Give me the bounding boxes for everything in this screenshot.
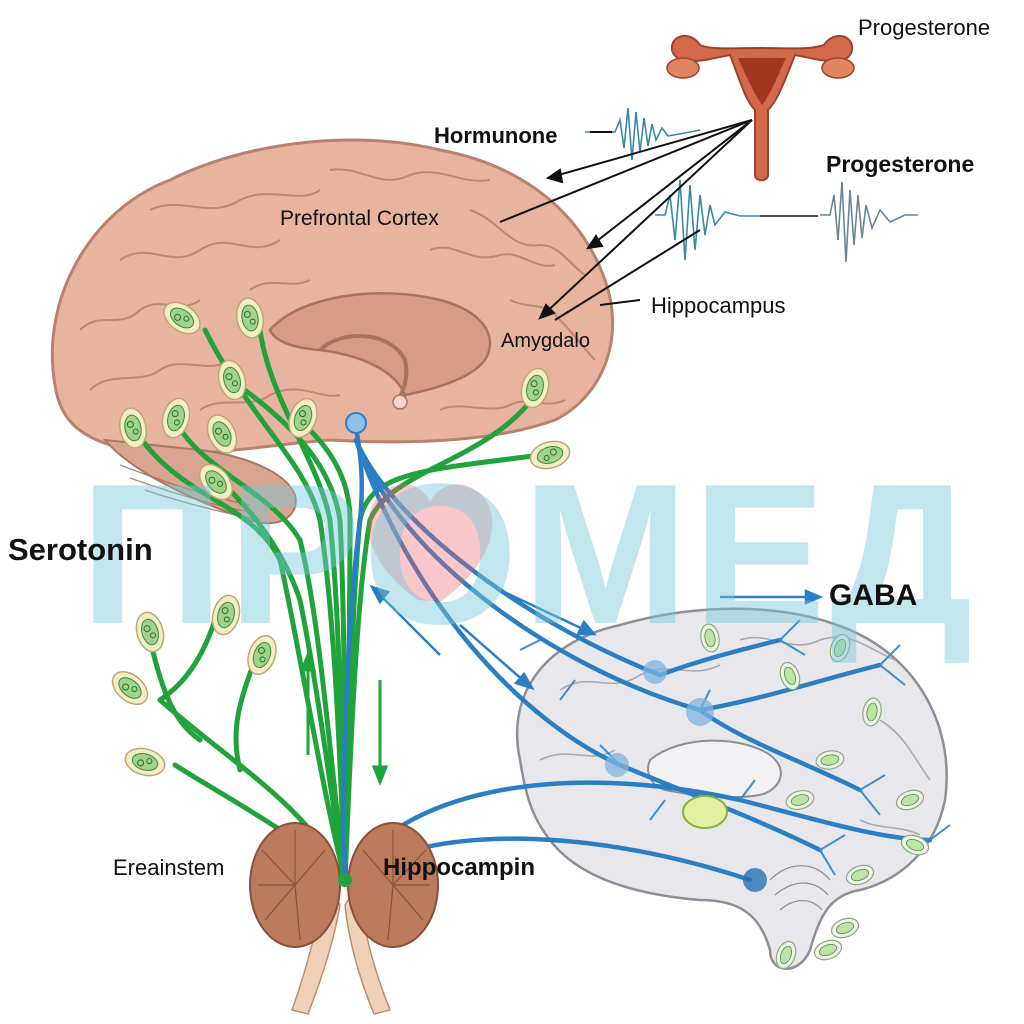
serotonin-label: Serotonin bbox=[8, 534, 153, 565]
neuron-cell-icon bbox=[122, 744, 167, 779]
prefrontal-cortex-label: Prefrontal Cortex bbox=[280, 208, 439, 229]
hippocampus-label: Hippocampus bbox=[651, 295, 786, 317]
hormone-label: Hormunone bbox=[434, 125, 557, 147]
amygdala-label: Amygdalo bbox=[501, 331, 590, 351]
progesterone-top-label: Progesterone bbox=[858, 17, 990, 39]
gaba-label: GABA bbox=[829, 581, 917, 611]
watermark-text: ПРОМЕД bbox=[80, 455, 977, 655]
neuron-cell-icon bbox=[106, 665, 153, 711]
hormone-wave-icon bbox=[585, 108, 918, 262]
brainstem-label: Ereainstem bbox=[113, 857, 224, 879]
hippocampin-label: Hippocampin bbox=[383, 856, 535, 880]
progesterone-mid-label: Progesterone bbox=[826, 153, 974, 176]
